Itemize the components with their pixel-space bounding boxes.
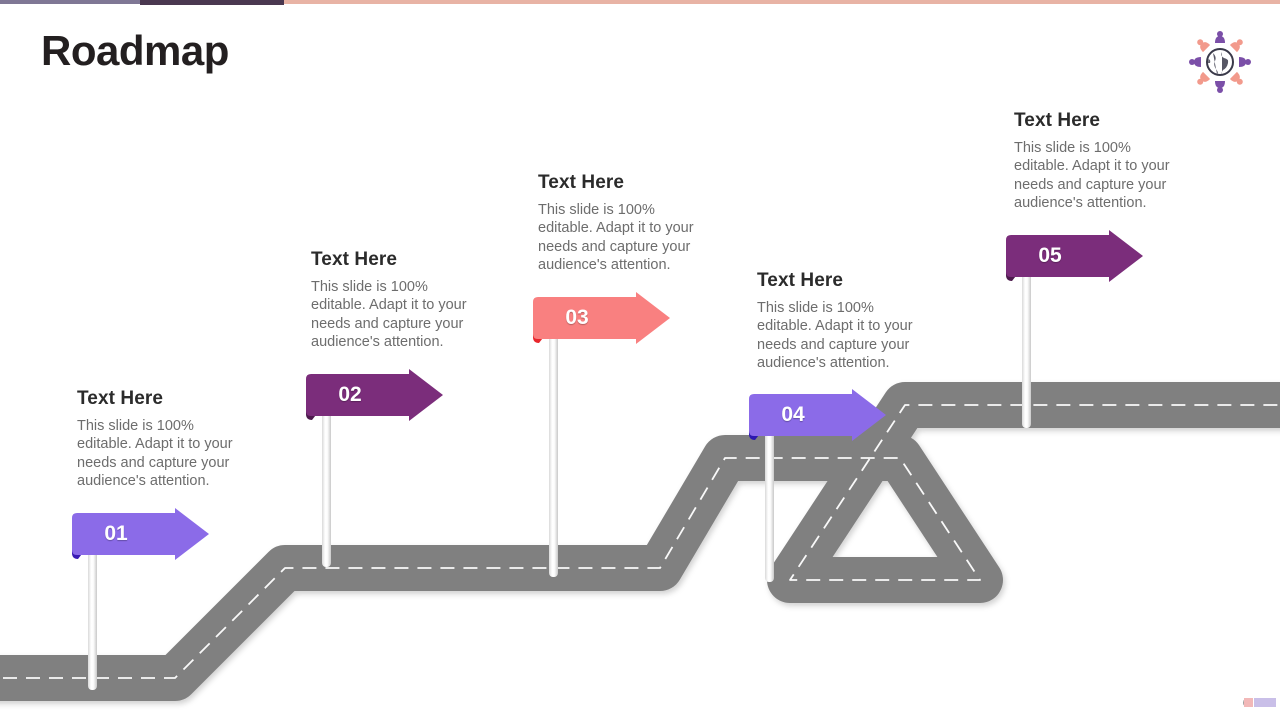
milestone-05-title: Text Here (1014, 110, 1101, 131)
globe-people-logo (1184, 26, 1256, 98)
milestone-01-flag[interactable]: 01 (68, 505, 209, 563)
road-surface (0, 382, 1280, 701)
milestone-02-text: Text Here This slide is 100% editable. A… (311, 249, 483, 352)
milestone-05-pole (1022, 253, 1031, 428)
milestone-02-body: This slide is 100% editable. Adapt it to… (311, 279, 467, 351)
milestone-05-body: This slide is 100% editable. Adapt it to… (1014, 140, 1170, 212)
accent-segment-middle (140, 0, 284, 5)
milestone-02-title: Text Here (311, 249, 398, 270)
milestone-05-text: Text Here This slide is 100% editable. A… (1014, 110, 1186, 213)
footer-swatches (1244, 698, 1276, 707)
milestone-02-pole (322, 392, 331, 567)
milestone-01-title: Text Here (77, 388, 164, 409)
milestone-02-flag[interactable]: 02 (302, 366, 443, 424)
milestone-03-body: This slide is 100% editable. Adapt it to… (538, 202, 694, 274)
milestone-05-flag[interactable]: 05 (1002, 227, 1143, 285)
milestone-04-text: Text Here This slide is 100% editable. A… (757, 270, 929, 373)
accent-segment-right (284, 0, 1280, 4)
swatch-salmon (1244, 698, 1253, 707)
milestone-04-pole (765, 412, 774, 582)
top-accent-bar (0, 0, 1280, 5)
milestone-04-title: Text Here (757, 270, 844, 291)
milestone-01-body: This slide is 100% editable. Adapt it to… (77, 418, 233, 490)
milestone-04-flag[interactable]: 04 (745, 386, 886, 444)
milestone-03-text: Text Here This slide is 100% editable. A… (538, 172, 710, 275)
page-title: Roadmap (41, 27, 229, 74)
milestone-01-text: Text Here This slide is 100% editable. A… (77, 388, 249, 491)
milestone-04-body: This slide is 100% editable. Adapt it to… (757, 300, 913, 372)
milestone-03-flag[interactable]: 03 (529, 289, 670, 347)
milestone-03-title: Text Here (538, 172, 625, 193)
swatch-lavender (1254, 698, 1276, 707)
accent-segment-left (0, 0, 140, 4)
milestone-01-pole (88, 530, 97, 690)
milestone-03-pole (549, 315, 558, 577)
